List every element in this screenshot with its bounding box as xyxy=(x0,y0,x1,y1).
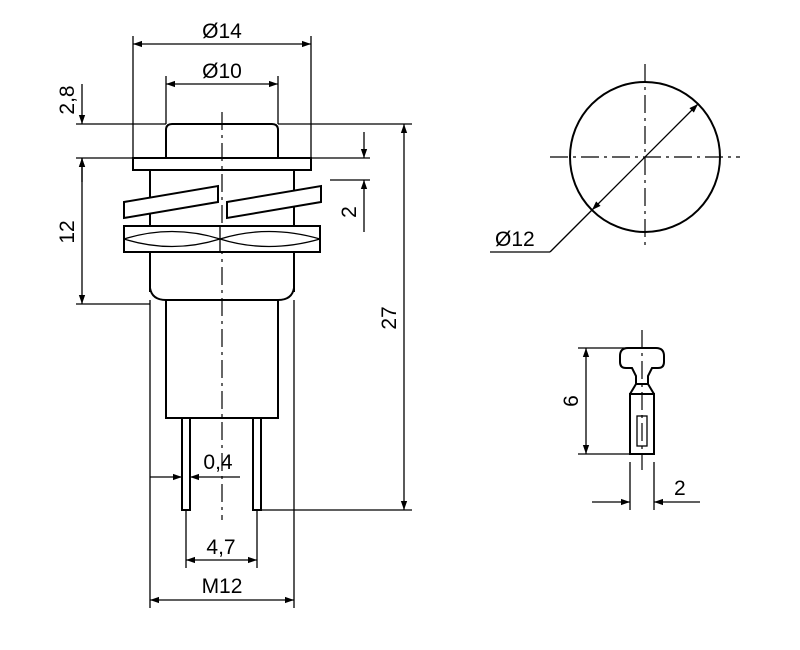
side-view: Ø14 Ø10 2,8 12 2 27 0,4 4 xyxy=(56,20,412,608)
washer-left xyxy=(123,184,219,220)
dim-terminal-length: 6 xyxy=(560,395,583,407)
washer-right xyxy=(226,184,322,220)
dim-terminal-width: 2 xyxy=(674,477,686,500)
dim-outer-diameter: Ø14 xyxy=(202,20,242,43)
dim-thread: M12 xyxy=(202,575,243,598)
dim-cap-diameter: Ø10 xyxy=(202,60,242,83)
flange xyxy=(132,157,312,171)
dim-nut-thickness: 2 xyxy=(338,206,361,218)
dim-pin-width: 0,4 xyxy=(203,451,233,474)
dim-body-height: 12 xyxy=(56,220,79,243)
terminal-detail-view: 6 2 xyxy=(560,330,700,510)
dim-pin-spacing: 4,7 xyxy=(206,536,235,559)
pin-left xyxy=(181,417,191,511)
pin-right xyxy=(252,417,262,511)
button-cap xyxy=(165,123,279,158)
dim-cap-height: 2,8 xyxy=(56,85,79,114)
lower-housing xyxy=(165,299,279,419)
dim-total-length: 27 xyxy=(378,306,401,329)
panel-hole-view: Ø12 xyxy=(490,64,740,253)
dim-panel-hole-diameter: Ø12 xyxy=(495,228,535,251)
